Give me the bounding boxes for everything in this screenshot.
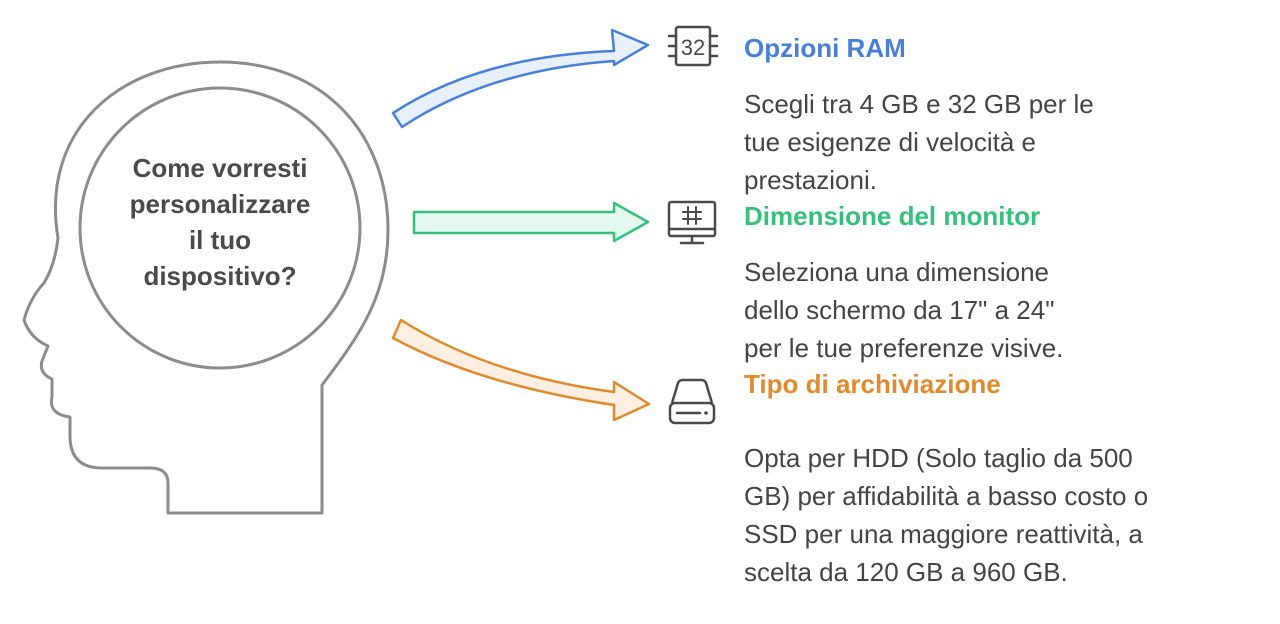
arrow-storage bbox=[391, 318, 651, 422]
option-title-ram: Opzioni RAM bbox=[744, 33, 906, 63]
question-line: il tuo bbox=[188, 225, 252, 255]
chip-label: 32 bbox=[681, 35, 705, 60]
chip-32-icon: 32 bbox=[667, 25, 719, 67]
question-line: Come vorresti bbox=[132, 153, 308, 183]
option-desc-monitor: Seleziona una dimensione dello schermo d… bbox=[744, 253, 1063, 367]
option-desc-ram: Scegli tra 4 GB e 32 GB per le tue esige… bbox=[744, 85, 1094, 199]
monitor-icon bbox=[667, 200, 717, 245]
hard-drive-icon bbox=[668, 378, 716, 425]
option-desc-storage: Opta per HDD (Solo taglio da 500 GB) per… bbox=[744, 439, 1148, 591]
question-line: personalizzare bbox=[129, 189, 311, 219]
desc-line: dello schermo da 17" a 24" bbox=[744, 295, 1055, 325]
thought-circle bbox=[78, 86, 362, 370]
arrow-monitor bbox=[412, 201, 650, 243]
desc-line: GB) per affidabilità a basso costo o bbox=[744, 481, 1149, 511]
arrow-ram bbox=[391, 28, 650, 129]
desc-line: tue esigenze di velocità e bbox=[744, 127, 1036, 157]
desc-line: Scegli tra 4 GB e 32 GB per le bbox=[744, 89, 1094, 119]
desc-line: per le tue preferenze visive. bbox=[744, 333, 1064, 363]
desc-line: SSD per una maggiore reattività, a bbox=[744, 519, 1143, 549]
desc-line: prestazioni. bbox=[744, 165, 877, 195]
option-title-monitor: Dimensione del monitor bbox=[744, 201, 1041, 231]
question-line: dispositivo? bbox=[143, 261, 297, 291]
option-title-storage: Tipo di archiviazione bbox=[744, 369, 1001, 399]
desc-line: Seleziona una dimensione bbox=[744, 257, 1049, 287]
central-question: Come vorresti personalizzare il tuo disp… bbox=[92, 150, 348, 294]
desc-line: scelta da 120 GB a 960 GB. bbox=[744, 557, 1068, 587]
desc-line: Opta per HDD (Solo taglio da 500 bbox=[744, 443, 1133, 473]
